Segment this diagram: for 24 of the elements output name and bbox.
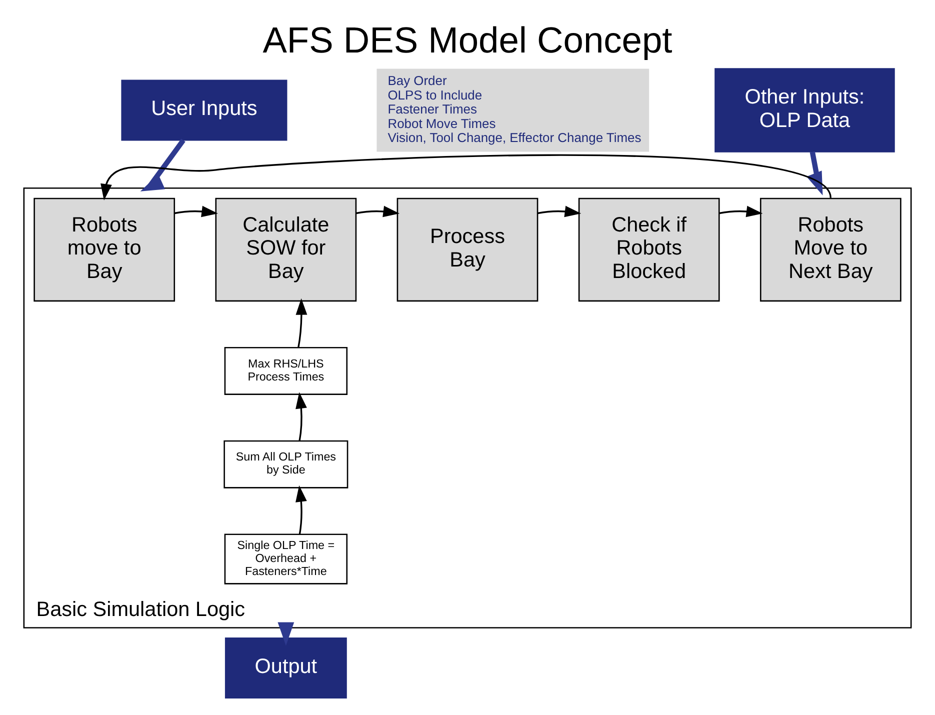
- arrow: [140, 138, 186, 191]
- node-box: User Inputs: [121, 79, 288, 140]
- node-box: Robots move to Bay: [34, 197, 176, 302]
- node-box: Single OLP Time = Overhead + Fasteners*Time: [224, 533, 348, 584]
- arrow: [174, 205, 218, 217]
- node-box: Process Bay: [396, 197, 538, 302]
- arrow: [100, 154, 832, 200]
- node-box: Sum All OLP Times by Side: [224, 440, 348, 488]
- node-box: Calculate SOW for Bay: [215, 197, 357, 302]
- node-box: Other Inputs: OLP Data: [714, 68, 895, 152]
- arrow: [296, 392, 307, 441]
- node-box: Check if Robots Blocked: [578, 197, 720, 302]
- node-box: Bay Order OLPS to Include Fastener Times Robot Move Times Vision, Tool Change, Effector Change Times: [376, 68, 650, 152]
- node-box: Max RHS/LHS Process Times: [224, 346, 348, 394]
- arrow: [806, 150, 823, 195]
- arrow: [538, 205, 582, 217]
- node-box: Output: [224, 637, 347, 698]
- arrow: [356, 205, 400, 217]
- diagram-title: AFS DES Model Concept: [262, 18, 672, 60]
- arrow: [296, 298, 308, 348]
- node-box: Robots Move to Next Bay: [760, 197, 902, 302]
- arrow: [719, 205, 763, 217]
- arrow: [296, 484, 307, 534]
- arrow: [278, 622, 294, 646]
